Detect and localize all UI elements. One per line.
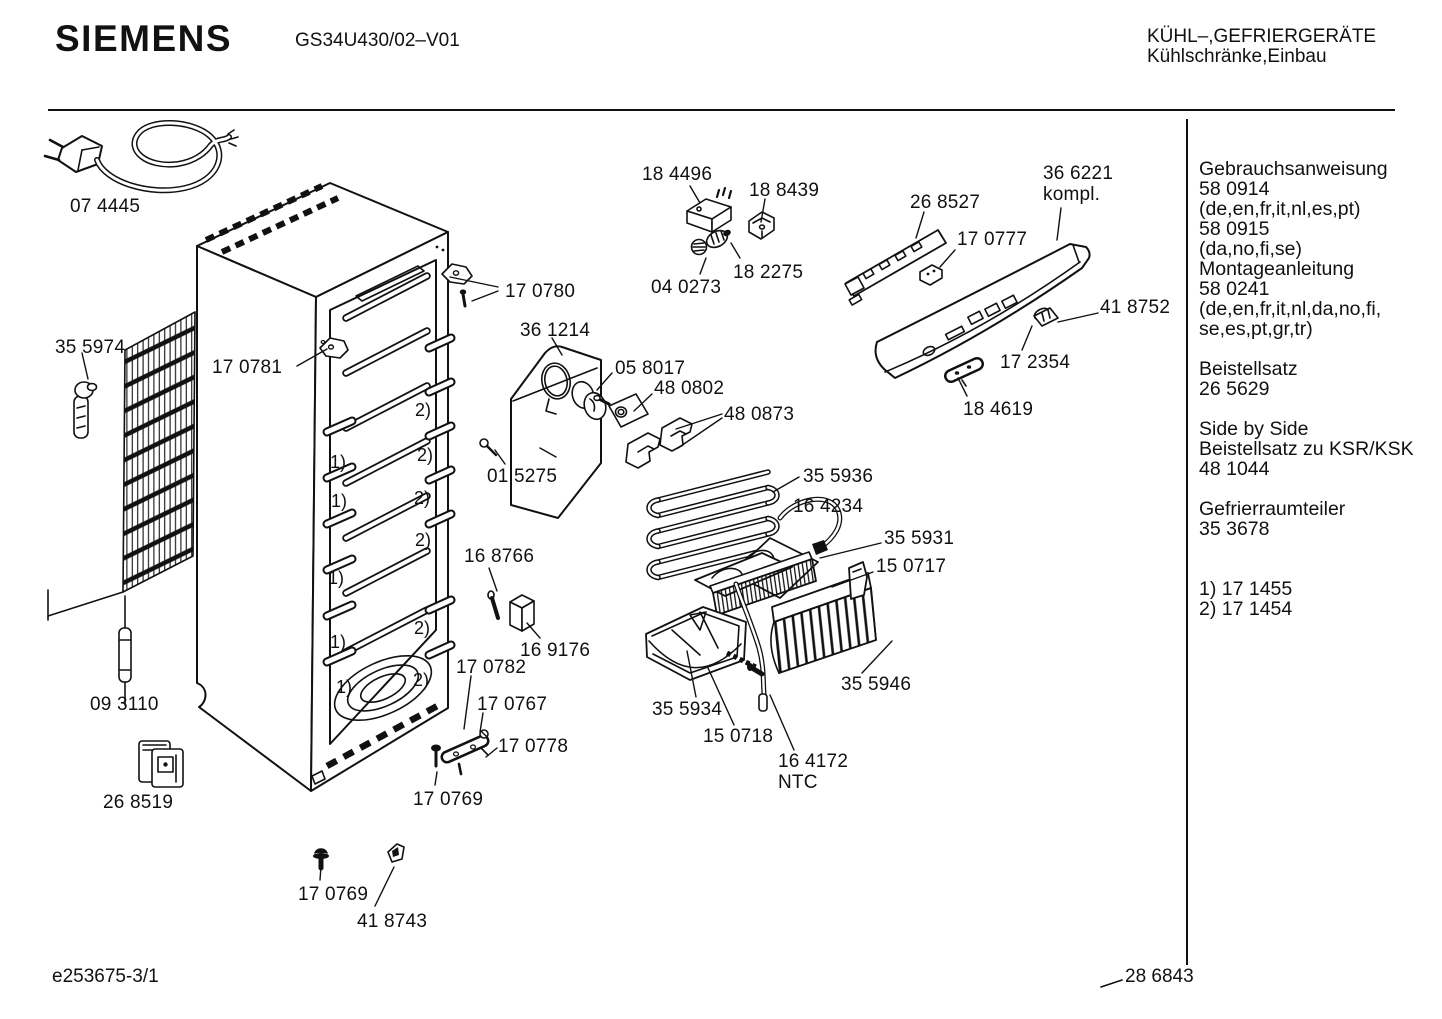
info-panel-line: Gefrierraumteiler — [1199, 498, 1346, 520]
page-reference: 28 6843 — [1125, 966, 1194, 987]
info-panel-line: Beistellsatz — [1199, 358, 1298, 380]
page-ref-tick — [1100, 979, 1123, 988]
info-panel-line: Beistellsatz zu KSR/KSK — [1199, 438, 1414, 460]
cabinet-drawing — [196, 182, 490, 792]
header-divider — [48, 109, 1395, 111]
info-panel-divider — [1186, 119, 1188, 965]
evaporator-assembly-drawing — [645, 469, 877, 712]
info-panel-line: Side by Side — [1199, 418, 1309, 440]
model-number: GS34U430/02–V01 — [295, 30, 460, 51]
category-header: KÜHL–,GEFRIERGERÄTE Kühlschränke,Einbau — [1147, 27, 1376, 67]
info-panel-line — [1199, 399, 1414, 419]
info-panel-line: 35 3678 — [1199, 518, 1270, 540]
info-panel-line: se,es,pt,gr,tr) — [1199, 318, 1313, 340]
drier-drawing — [118, 595, 132, 706]
siemens-logo: SIEMENS — [55, 18, 233, 59]
info-panel-line: Gebrauchsanweisung — [1199, 158, 1388, 180]
info-panel-line: 48 1044 — [1199, 458, 1270, 480]
info-panel-line: 58 0241 — [1199, 278, 1270, 300]
pipe-elbow-drawing — [73, 381, 98, 439]
info-panel-line — [1199, 539, 1414, 559]
control-panel-drawing — [844, 229, 1091, 387]
power-cord-drawing — [43, 120, 239, 194]
air-duct-panel-drawing — [479, 345, 693, 519]
info-panel-line: 58 0914 — [1199, 178, 1270, 200]
info-panel-line: (de,en,fr,it,nl,es,pt) — [1199, 198, 1361, 220]
bottom-screw-and-clip-drawing — [313, 843, 405, 871]
info-panel-line — [1199, 339, 1414, 359]
info-panel-line: 1) 17 1455 — [1199, 578, 1293, 600]
category-line2: Kühlschränke,Einbau — [1147, 46, 1327, 67]
lamp-assembly-drawing — [686, 186, 775, 256]
condenser-grid-drawing — [47, 311, 196, 621]
relay-drawing — [138, 740, 184, 788]
info-panel-line — [1199, 559, 1414, 579]
info-panel-line: 2) 17 1454 — [1199, 598, 1293, 620]
info-panel-line: 26 5629 — [1199, 378, 1270, 400]
pin-and-cover-drawing — [487, 590, 535, 632]
info-panel-line: (de,en,fr,it,nl,da,no,fi, — [1199, 298, 1382, 320]
document-number: e253675-3/1 — [52, 966, 159, 987]
info-panel-line: Montageanleitung — [1199, 258, 1355, 280]
leader-lines — [81, 185, 1099, 907]
info-panel-line: (da,no,fi,se) — [1199, 238, 1302, 260]
info-panel-line — [1199, 479, 1414, 499]
info-panel-line: 58 0915 — [1199, 218, 1270, 240]
category-line1: KÜHL–,GEFRIERGERÄTE — [1147, 26, 1377, 47]
